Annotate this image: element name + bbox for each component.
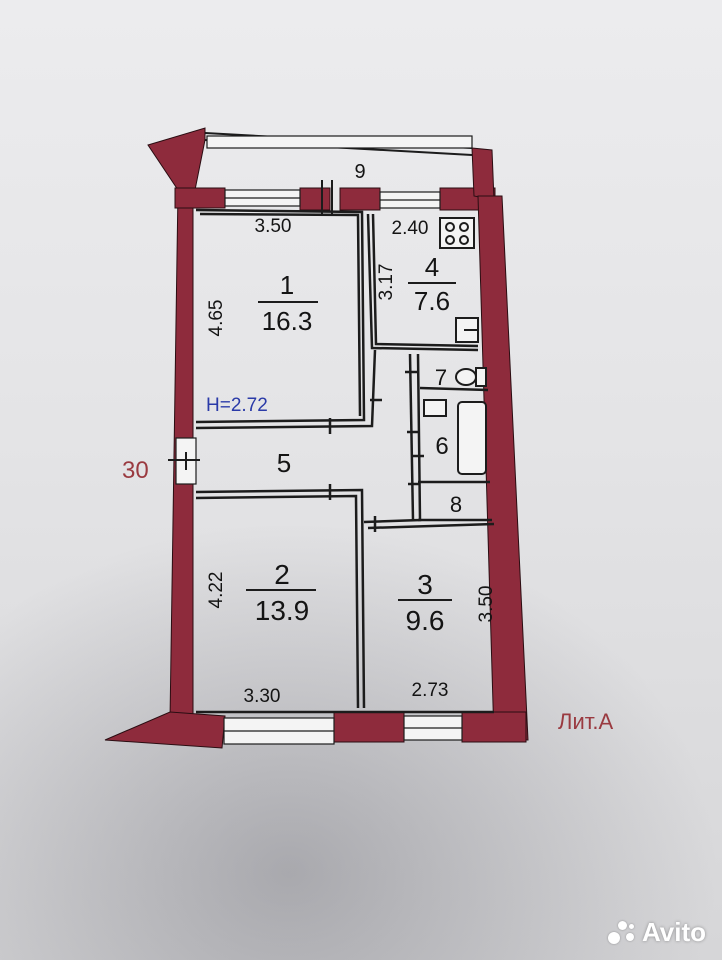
stove-icon [439,217,475,249]
dim-room-4-width: 2.40 [392,218,429,239]
room-3: 3 9.6 [398,569,452,636]
balcony-number: 9 [354,161,365,183]
dim-room-3-width: 2.73 [412,680,449,701]
bathtub-icon [457,401,487,475]
room-4-area: 7.6 [414,286,450,316]
room-2-number: 2 [274,559,290,590]
balcony-door [321,180,333,214]
bottom-windows [223,715,463,745]
room-2-area: 13.9 [255,595,310,626]
avito-watermark: Avito [606,917,706,948]
toilet-icon [455,367,487,387]
dim-room-1-height: 4.65 [206,300,227,337]
avito-dots-icon [606,918,636,948]
dim-room-1-width: 3.50 [255,216,292,237]
left-opening [168,437,200,485]
sink-icon [455,317,479,343]
room-2: 2 13.9 [246,559,316,626]
room-5-number: 5 [277,448,291,478]
top-windows [224,189,441,209]
avito-text: Avito [641,917,706,947]
room-7-number: 7 [435,365,447,390]
room-4-number: 4 [425,252,439,282]
interior-walls [195,208,495,714]
room-1-area: 16.3 [262,306,313,336]
ceiling-height-label: H=2.72 [206,395,268,416]
room-4: 4 7.6 [408,252,456,316]
room-1-number: 1 [280,270,294,300]
dim-room-2-height: 4.22 [206,572,227,609]
label-30: 30 [122,457,149,484]
balcony-9 [204,132,473,156]
room-3-area: 9.6 [406,605,445,636]
dim-room-4-height: 3.17 [376,264,397,301]
dim-room-3-height: 3.50 [476,586,497,623]
room-8-number: 8 [450,492,462,517]
room-6-number: 6 [435,433,448,460]
room-3-number: 3 [417,569,433,600]
lit-label: Лит.А [558,709,613,734]
room-1: 1 16.3 [258,270,318,336]
dim-room-2-width: 3.30 [244,686,281,707]
door-marks [328,370,424,532]
washbasin-icon [423,399,447,417]
